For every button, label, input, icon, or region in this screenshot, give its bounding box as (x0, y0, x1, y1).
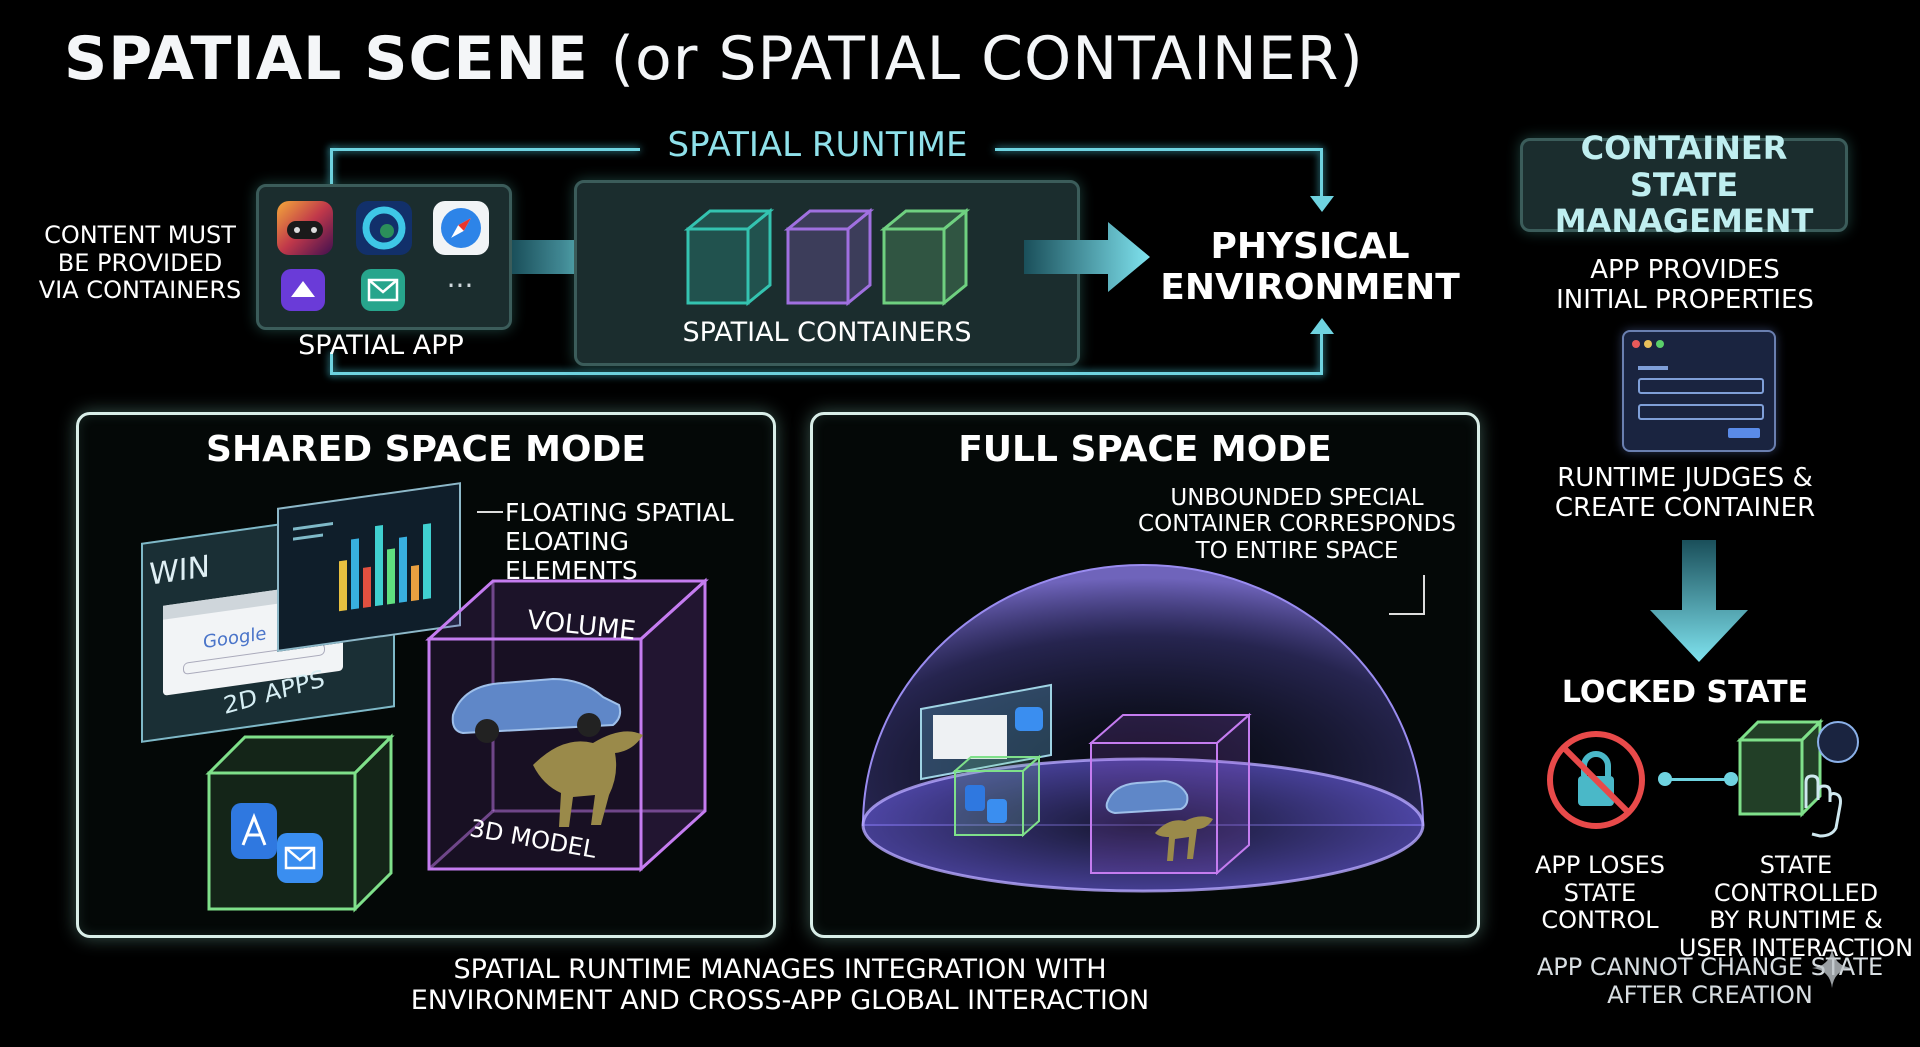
safari-icon (433, 201, 489, 255)
state-controlled-by-runtime: STATE CONTROLLED BY RUNTIME & USER INTER… (1678, 851, 1914, 962)
app-loses-control: APP LOSES STATE CONTROL (1534, 851, 1666, 935)
step-runtime-judges: RUNTIME JUDGES & CREATE CONTAINER (1554, 463, 1816, 523)
runtime-loop-top-right (995, 148, 1320, 151)
title-paren: (or SPATIAL CONTAINER) (610, 24, 1364, 94)
green-cube-icon (879, 207, 971, 307)
gamepad-icon (277, 201, 333, 255)
runtime-label: SPATIAL RUNTIME (667, 125, 968, 165)
unbounded-note: UNBOUNDED SPECIAL CONTAINER CORRESPONDS … (1138, 485, 1456, 564)
arrowhead-down-icon (1310, 196, 1334, 212)
footer-note: SPATIAL RUNTIME MANAGES INTEGRATION WITH… (410, 954, 1150, 1017)
runtime-loop-right-up (1320, 330, 1323, 374)
arrow-right-icon (1024, 222, 1150, 292)
full-space-panel: FULL SPACE MODE UNBOUNDED SPECIAL CONTAI… (810, 412, 1480, 938)
floating-elements-note: FLOATING SPATIAL ELOATING ELEMENTS (505, 498, 734, 585)
edge-icon (356, 201, 412, 255)
spatial-containers-box: SPATIAL CONTAINERS (574, 180, 1080, 366)
physical-environment-label: PHYSICAL ENVIRONMENT (1160, 226, 1460, 309)
data-viz-panel (277, 482, 461, 652)
shared-space-panel: SHARED SPACE MODE WIN Google 2D APPS FLO… (76, 412, 776, 938)
spatial-app-label: SPATIAL APP (298, 330, 464, 361)
container-cubes (683, 207, 971, 307)
state-management-title: CONTAINER STATE MANAGEMENT (1520, 130, 1848, 240)
more-apps-icon: ··· (446, 269, 474, 302)
dome-environment (861, 564, 1425, 893)
green-app-cube (205, 733, 395, 913)
dinosaur-icon (533, 731, 643, 827)
city-viz-icon (293, 522, 431, 612)
full-space-title: FULL SPACE MODE (958, 429, 1332, 470)
window-label: WIN (149, 549, 210, 593)
title-main: SPATIAL SCENE (64, 24, 589, 94)
step-app-provides: APP PROVIDES INITIAL PROPERTIES (1556, 255, 1814, 315)
properties-form-icon (1622, 330, 1776, 452)
volume-cube (425, 577, 709, 873)
app-store-icon (231, 803, 277, 859)
mail-icon (277, 833, 323, 883)
shared-space-title: SHARED SPACE MODE (206, 429, 646, 470)
state-connector (1664, 778, 1730, 781)
runtime-loop-left-up (330, 148, 333, 188)
spatial-app-box: ··· (256, 184, 512, 330)
arrowhead-up-icon (1310, 318, 1334, 334)
mail-icon (361, 269, 405, 311)
spatial-containers-label: SPATIAL CONTAINERS (682, 317, 972, 348)
runtime-loop-top-left (330, 148, 640, 151)
teal-cube-icon (683, 207, 775, 307)
content-note: CONTENT MUST BE PROVIDED VIA CONTAINERS (38, 221, 242, 305)
arcade-icon (281, 269, 325, 311)
locked-state-label: LOCKED STATE (1561, 675, 1809, 710)
runtime-loop-right-down (1320, 148, 1323, 200)
mini-green-cube (952, 754, 1042, 838)
hand-icon (1804, 774, 1842, 838)
runtime-loop-bottom (330, 372, 1323, 375)
sparkle-icon (1812, 948, 1852, 988)
page-title: SPATIAL SCENE (or SPATIAL CONTAINER) (64, 24, 1364, 94)
lock-icon (1547, 731, 1645, 829)
google-logo: Google (203, 623, 267, 654)
controlled-cube (1736, 718, 1859, 838)
car-icon (451, 677, 622, 743)
mini-volume-cube (1088, 712, 1252, 876)
purple-cube-icon (783, 207, 875, 307)
arrow-down-icon (1650, 540, 1748, 662)
runtime-loop-left-down (330, 352, 333, 374)
mini-window-panel (920, 683, 1052, 781)
